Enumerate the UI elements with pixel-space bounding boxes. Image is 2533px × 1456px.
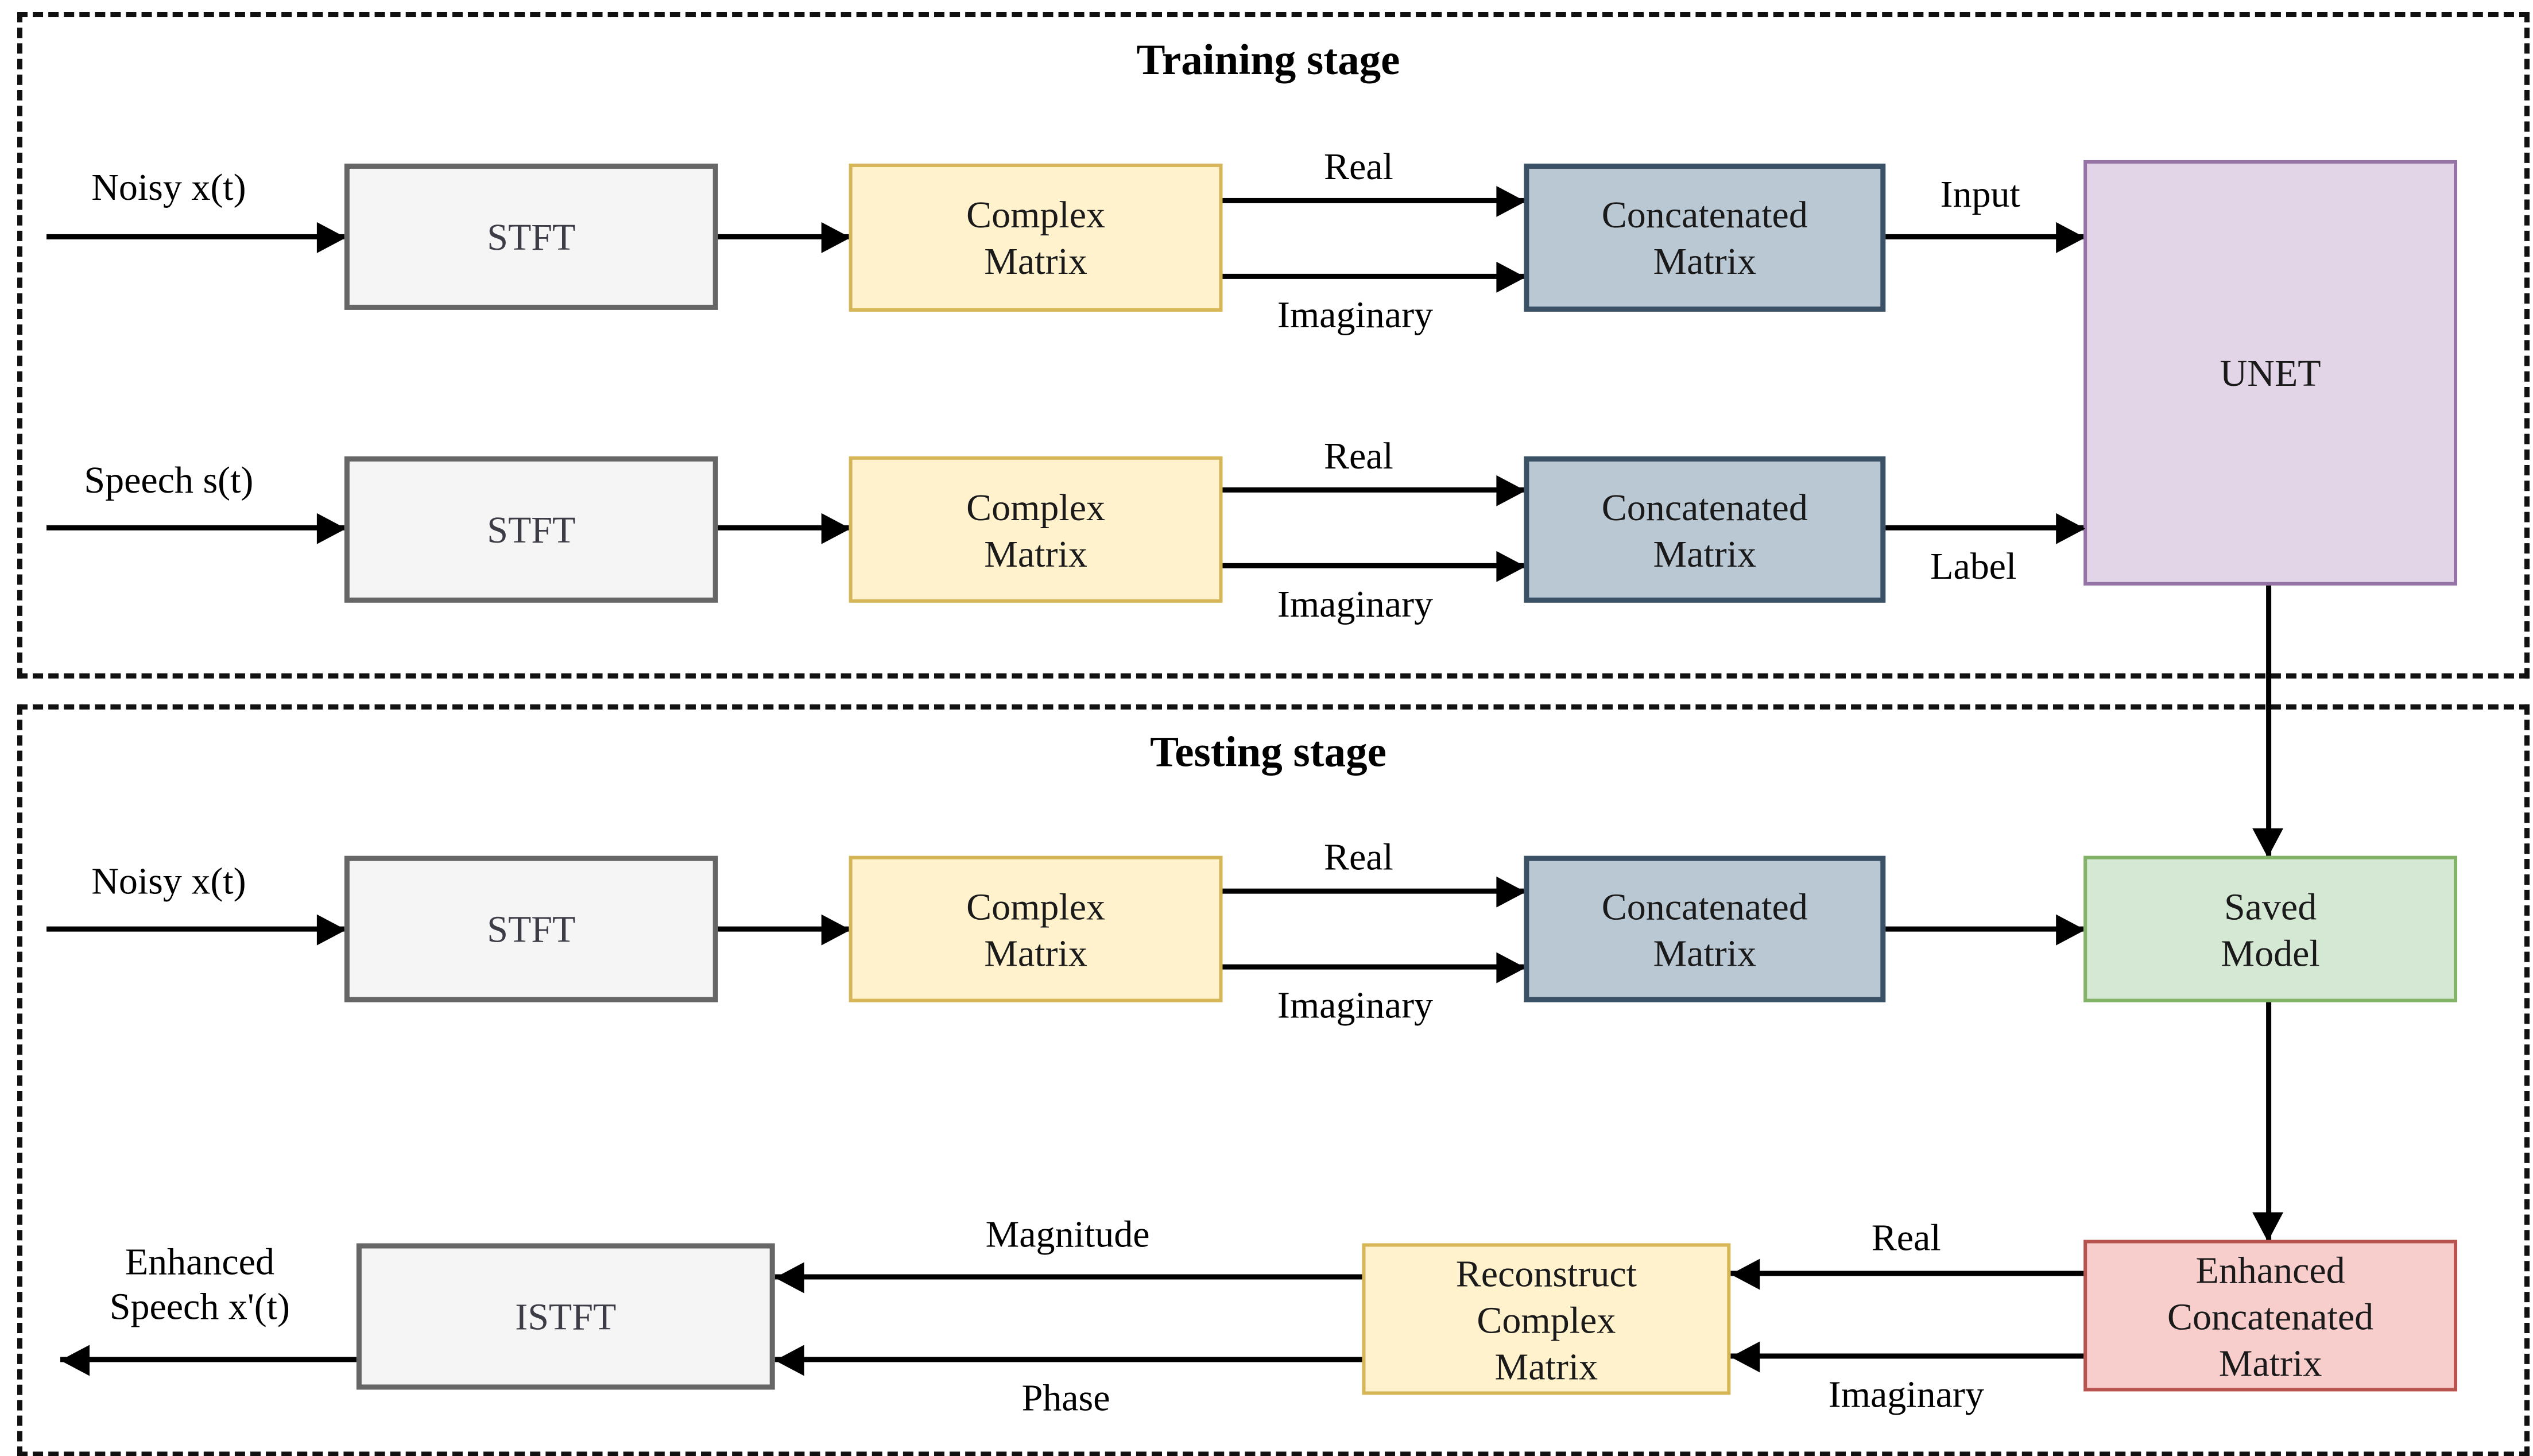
label-label: Label <box>1930 544 2017 587</box>
arrow-istft-output <box>60 1357 357 1362</box>
imaginary-label-test: Imaginary <box>1277 983 1434 1027</box>
arrowhead-icon <box>1496 185 1526 217</box>
arrowhead-icon <box>821 222 851 253</box>
phase-label: Phase <box>1021 1376 1110 1419</box>
arrowhead-icon <box>2252 828 2284 858</box>
arrow-stft-to-complex <box>718 234 849 239</box>
real-label-test: Real <box>1323 835 1393 878</box>
magnitude-label: Magnitude <box>985 1212 1150 1256</box>
arrowhead-icon <box>1496 261 1526 293</box>
arrowhead-icon <box>821 914 851 946</box>
arrow-imaginary-bottom <box>1730 1353 2084 1359</box>
arrow-real-train-speech <box>1222 487 1524 493</box>
arrow-real-bottom <box>1730 1271 2084 1276</box>
noisy-train-label: Noisy x(t) <box>91 165 246 208</box>
arrow-speech-to-stft <box>46 525 344 530</box>
noisy-test-label: Noisy x(t) <box>91 859 246 903</box>
arrow-noisy-to-stft <box>46 234 344 239</box>
arrowhead-icon <box>1496 876 1526 908</box>
arrowhead-icon <box>774 1262 804 1294</box>
node-enhanced-concatenated-matrix: Enhanced Concatenated Matrix <box>2083 1240 2458 1392</box>
node-concatenated-matrix-train-speech: Concatenated Matrix <box>1524 456 1886 603</box>
imaginary-label-train-noisy: Imaginary <box>1277 292 1434 336</box>
arrow-stft-to-complex-speech <box>718 525 849 530</box>
node-complex-matrix-train-noisy: Complex Matrix <box>849 163 1223 312</box>
speech-train-label: Speech s(t) <box>84 458 254 501</box>
arrowhead-icon <box>1496 952 1526 983</box>
node-istft: ISTFT <box>356 1243 775 1390</box>
arrowhead-icon <box>1730 1258 1760 1290</box>
arrow-real-test <box>1222 888 1524 894</box>
arrowhead-icon <box>2056 914 2086 946</box>
arrowhead-icon <box>316 513 346 544</box>
enhanced-speech-label: Enhanced Speech x'(t) <box>109 1240 291 1328</box>
arrowhead-icon <box>2056 222 2086 253</box>
node-saved-model: Saved Model <box>2083 855 2458 1002</box>
arrow-noisy-test-to-stft <box>46 926 344 932</box>
arrowhead-icon <box>2056 513 2086 544</box>
node-stft-train-noisy: STFT <box>344 163 718 310</box>
real-label-train-speech: Real <box>1323 433 1393 477</box>
arrowhead-icon <box>2252 1212 2284 1242</box>
input-label: Input <box>1940 172 2020 215</box>
imaginary-label-bottom: Imaginary <box>1828 1372 1984 1416</box>
arrow-concat-to-saved-model <box>1885 926 2084 932</box>
node-complex-matrix-train-speech: Complex Matrix <box>849 456 1223 603</box>
arrowhead-icon <box>1496 475 1526 506</box>
arrow-saved-model-to-enhanced <box>2266 1002 2272 1240</box>
arrowhead-icon <box>821 513 851 544</box>
arrowhead-icon <box>1730 1341 1760 1373</box>
imaginary-label-train-speech: Imaginary <box>1277 582 1434 625</box>
arrow-imaginary-test <box>1222 964 1524 970</box>
arrowhead-icon <box>1496 551 1526 582</box>
arrow-real-train-noisy <box>1222 198 1524 203</box>
node-unet: UNET <box>2083 160 2458 586</box>
arrowhead-icon <box>316 914 346 946</box>
arrowhead-icon <box>316 222 346 253</box>
arrow-input-to-unet <box>1885 234 2084 239</box>
arrowhead-icon <box>774 1345 804 1376</box>
node-complex-matrix-test: Complex Matrix <box>849 855 1223 1002</box>
arrow-label-to-unet <box>1885 525 2084 530</box>
node-concatenated-matrix-test: Concatenated Matrix <box>1524 855 1886 1002</box>
arrow-imaginary-train-speech <box>1222 563 1524 568</box>
node-reconstruct-complex-matrix: Reconstruct Complex Matrix <box>1362 1243 1731 1395</box>
testing-stage-frame <box>17 704 2530 1456</box>
testing-stage-title: Testing stage <box>1150 730 1386 777</box>
arrow-magnitude <box>774 1274 1362 1280</box>
node-concatenated-matrix-train-noisy: Concatenated Matrix <box>1524 163 1886 312</box>
arrow-imaginary-train-noisy <box>1222 273 1524 279</box>
real-label-bottom: Real <box>1871 1215 1941 1259</box>
arrow-phase <box>774 1357 1362 1362</box>
training-stage-frame <box>17 11 2530 679</box>
node-stft-train-speech: STFT <box>344 456 718 603</box>
arrowhead-icon <box>60 1345 90 1376</box>
training-stage-title: Training stage <box>1136 37 1400 84</box>
arrow-unet-to-saved-model <box>2266 585 2272 856</box>
real-label-train-noisy: Real <box>1323 144 1393 188</box>
arrow-stft-test-to-complex <box>718 926 849 932</box>
node-stft-test: STFT <box>344 855 718 1002</box>
